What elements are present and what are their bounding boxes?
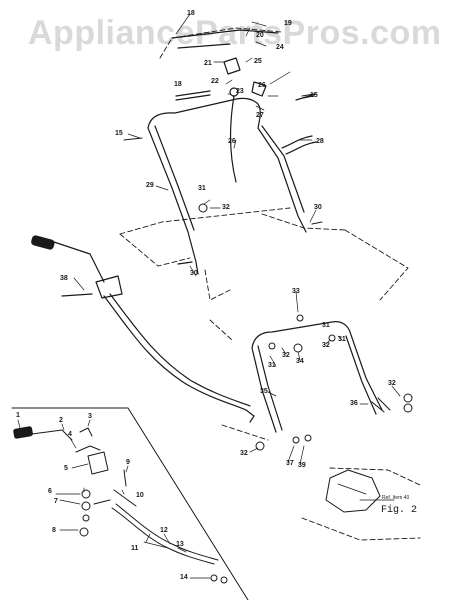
callout-15-right: 15 [310, 92, 318, 99]
lever-bracket [95, 275, 123, 299]
callout-27: 27 [256, 112, 264, 119]
inset-callout-4: 4 [68, 431, 72, 438]
inset-callout-7: 7 [54, 498, 58, 505]
inset-frame [11, 407, 249, 600]
callout-37: 37 [286, 460, 294, 467]
inset-callout-11: 11 [131, 545, 139, 552]
callout-28: 28 [316, 138, 324, 145]
callout-32-mid: 32 [322, 342, 330, 349]
rod-18 [175, 94, 211, 101]
callout-31-lower: 31 [322, 322, 330, 329]
control-cable [103, 295, 247, 411]
inset-callout-3: 3 [88, 413, 92, 420]
inset-parts [13, 426, 228, 584]
cable-26 [229, 95, 237, 183]
callout-34: 34 [296, 358, 304, 365]
upper-handle [147, 97, 307, 233]
callout-20: 20 [256, 32, 264, 39]
callout-35: 35 [260, 388, 268, 395]
callout-22: 22 [211, 78, 219, 85]
fasteners [123, 93, 413, 451]
callout-24: 24 [276, 44, 284, 51]
inset-callout-6: 6 [48, 488, 52, 495]
callout-32-left: 32 [282, 352, 290, 359]
inset-callout-5: 5 [64, 465, 68, 472]
callout-39: 39 [298, 462, 306, 469]
leader-lines [17, 13, 401, 579]
inset-callout-12: 12 [160, 527, 168, 534]
lower-handle [251, 321, 383, 411]
inset-callout-10: 10 [136, 492, 144, 499]
figure-label: Fig. 2 [381, 505, 418, 516]
callout-26: 26 [228, 138, 236, 145]
callout-19: 19 [284, 20, 292, 27]
control-bail [171, 29, 279, 39]
inset-callout-2: 2 [59, 417, 63, 424]
callout-18: 18 [187, 10, 195, 17]
inset-callout-1: 1 [16, 412, 20, 419]
callout-21: 21 [204, 60, 212, 67]
callout-18-lower: 18 [174, 81, 182, 88]
callout-31-right: 31 [338, 336, 346, 343]
inset-callout-14: 14 [180, 574, 188, 581]
callout-32-upper: 32 [222, 204, 230, 211]
watermark: AppliancePartsPros.com [28, 14, 442, 52]
callout-32-far-right: 32 [388, 380, 396, 387]
callout-31-upper: 31 [198, 185, 206, 192]
callout-36: 36 [350, 400, 358, 407]
callout-26-top: 26 [258, 82, 266, 89]
callout-30-left: 30 [190, 270, 198, 277]
callout-38: 38 [60, 275, 68, 282]
assembly-guide-lines [119, 27, 421, 541]
callout-33: 33 [292, 288, 300, 295]
deck-fragment [325, 469, 381, 513]
engagement-lever [53, 241, 105, 283]
callout-15-left: 15 [115, 130, 123, 137]
spring-28 [281, 135, 313, 149]
reference-note: Ref. Item 40 [382, 495, 410, 501]
callout-30-right: 30 [314, 204, 322, 211]
upper-handle-left-leg [147, 127, 199, 275]
callout-32-bottom: 32 [240, 450, 248, 457]
inset-callout-13: 13 [176, 541, 184, 548]
inset-callout-8: 8 [52, 527, 56, 534]
callout-31-left: 31 [268, 362, 276, 369]
inset-callout-9: 9 [126, 459, 130, 466]
callout-23: 23 [236, 88, 244, 95]
inset-cable [111, 507, 215, 565]
callout-25: 25 [254, 58, 262, 65]
bracket-21 [223, 57, 241, 75]
callout-29: 29 [146, 182, 154, 189]
